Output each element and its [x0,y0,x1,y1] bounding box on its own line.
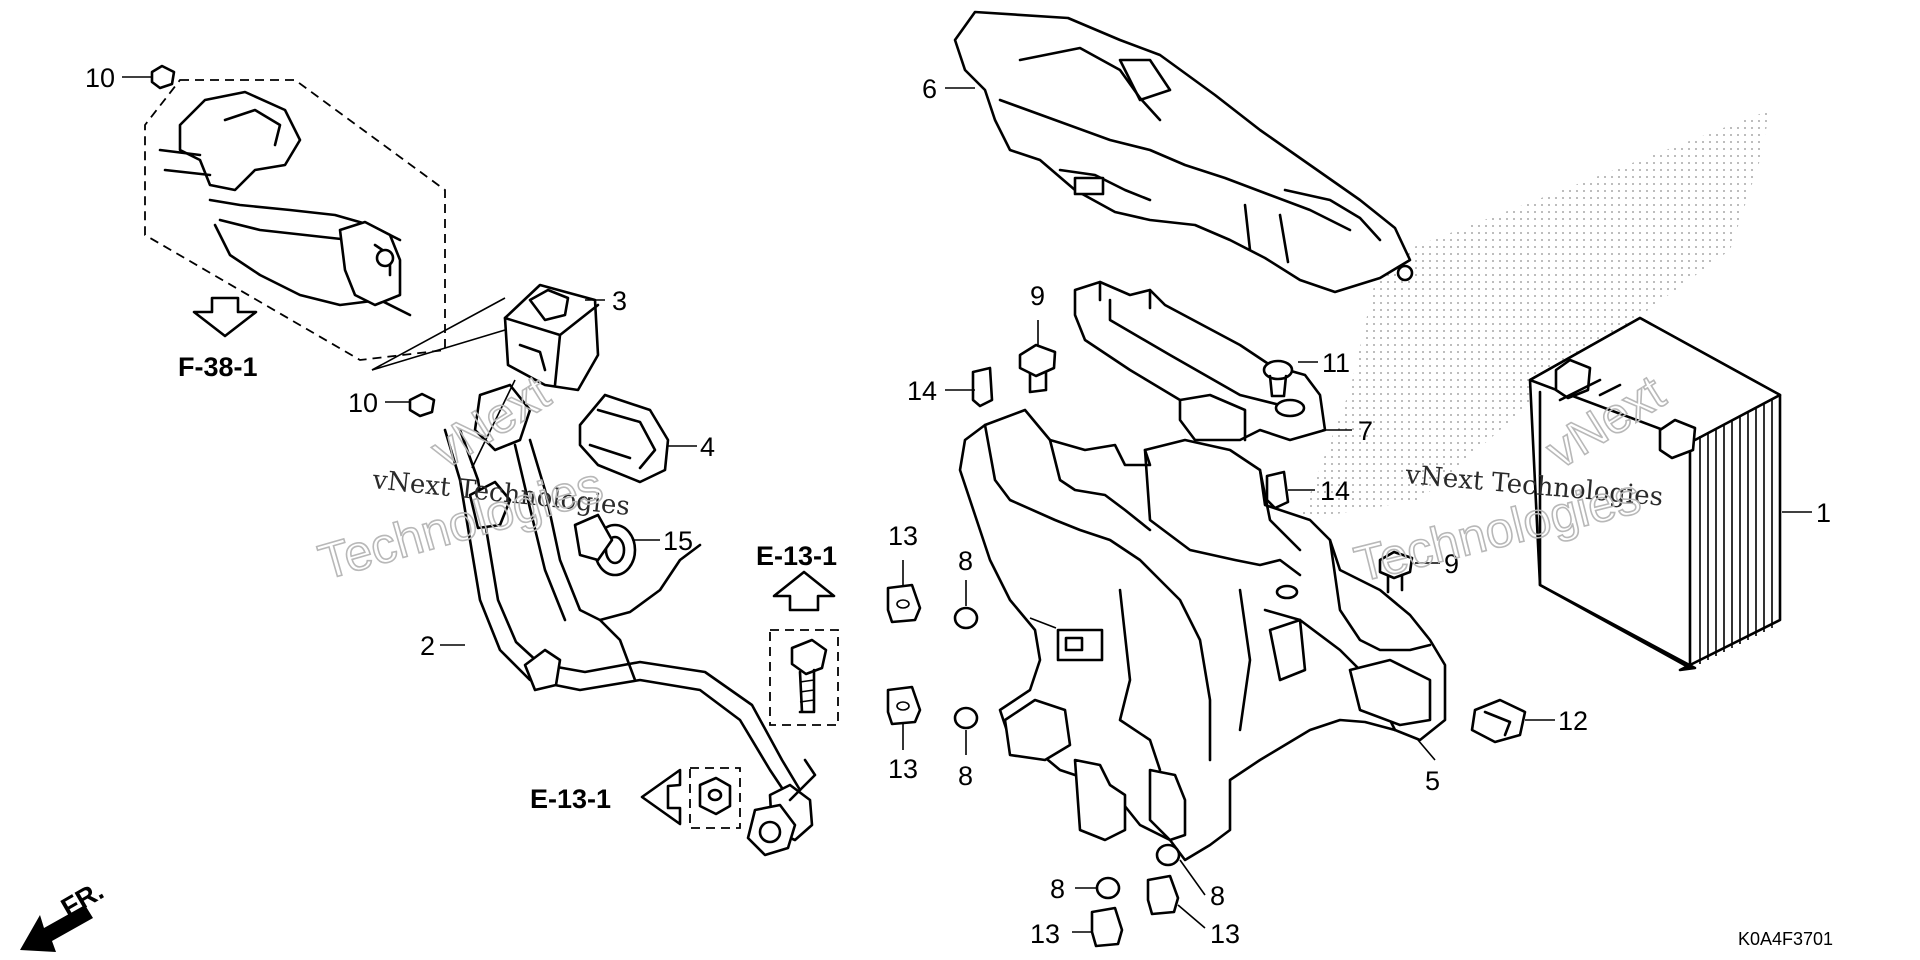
callout-14-right: 14 [1320,476,1350,506]
diagram-code: K0A4F3701 [1738,929,1833,949]
stipple-shading [1300,110,1770,520]
part-10-bolt-lower [408,392,436,418]
callout-13-d: 13 [1210,919,1240,949]
callout-14-left: 14 [907,376,937,406]
part-8-grommet-c [1095,876,1121,900]
callout-6: 6 [922,74,937,104]
part-14-clip-left [971,366,994,408]
ref-e13-left: E-13-1 [530,784,611,814]
part-3-relay [503,283,600,392]
callout-9-lower: 9 [1444,549,1459,579]
callout-8-d: 8 [1210,881,1225,911]
callout-3: 3 [612,286,627,316]
callout-12: 12 [1558,706,1588,736]
part-8-grommet-b [953,706,979,730]
part-13-nut-d [1146,874,1180,916]
part-9-bolt-upper [1018,343,1057,394]
part-12-clip [1470,698,1527,744]
callout-10-lower: 10 [348,388,378,418]
callout-13-b: 13 [888,754,918,784]
part-14-clip-right [1265,470,1290,510]
f38-ref-arrow [192,296,258,338]
part-13-nut-a [886,583,922,624]
callout-13-c: 13 [1030,919,1060,949]
callout-8-c: 8 [1050,874,1065,904]
part-group-f38 [144,79,446,361]
part-13-nut-b [886,685,922,726]
callout-13-a: 13 [888,521,918,551]
part-8-grommet-a [953,606,979,630]
front-label: FR. [56,875,109,923]
callout-4: 4 [700,432,715,462]
ref-f38: F-38-1 [178,352,258,382]
callout-1: 1 [1816,498,1831,528]
callout-15: 15 [663,526,693,556]
ref-e13-up: E-13-1 [756,541,837,571]
part-1-battery [1528,316,1782,672]
part-5-battery-box [958,408,1447,862]
e13-left-arrow [640,768,682,826]
part-6-cover [953,10,1414,294]
front-direction-arrow [20,905,93,952]
part-9-bolt-lower [1378,550,1414,594]
part-11-screw [1262,359,1294,398]
callout-11: 11 [1322,348,1350,378]
callout-8-b: 8 [958,761,973,791]
watermark-left-arc: vNext [421,364,559,479]
part-4-cover [578,393,670,484]
part-7-bracket [1073,280,1327,442]
battery-side-ribs [1699,400,1773,664]
callout-8-a: 8 [958,546,973,576]
part-2-cable [443,383,817,857]
part-10-bolt-top [150,64,176,90]
callout-9-upper: 9 [1030,281,1045,311]
e13-up-arrow [772,570,836,612]
part-group-e13-bolt [769,629,839,726]
leader-lines [122,76,1812,933]
callout-5: 5 [1425,766,1440,796]
part-group-e13-nut [689,767,741,829]
part-13-nut-c [1090,906,1124,948]
callout-7: 7 [1358,416,1373,446]
callout-10-top: 10 [85,63,115,93]
callout-2: 2 [420,631,435,661]
part-8-grommet-d [1155,843,1181,867]
